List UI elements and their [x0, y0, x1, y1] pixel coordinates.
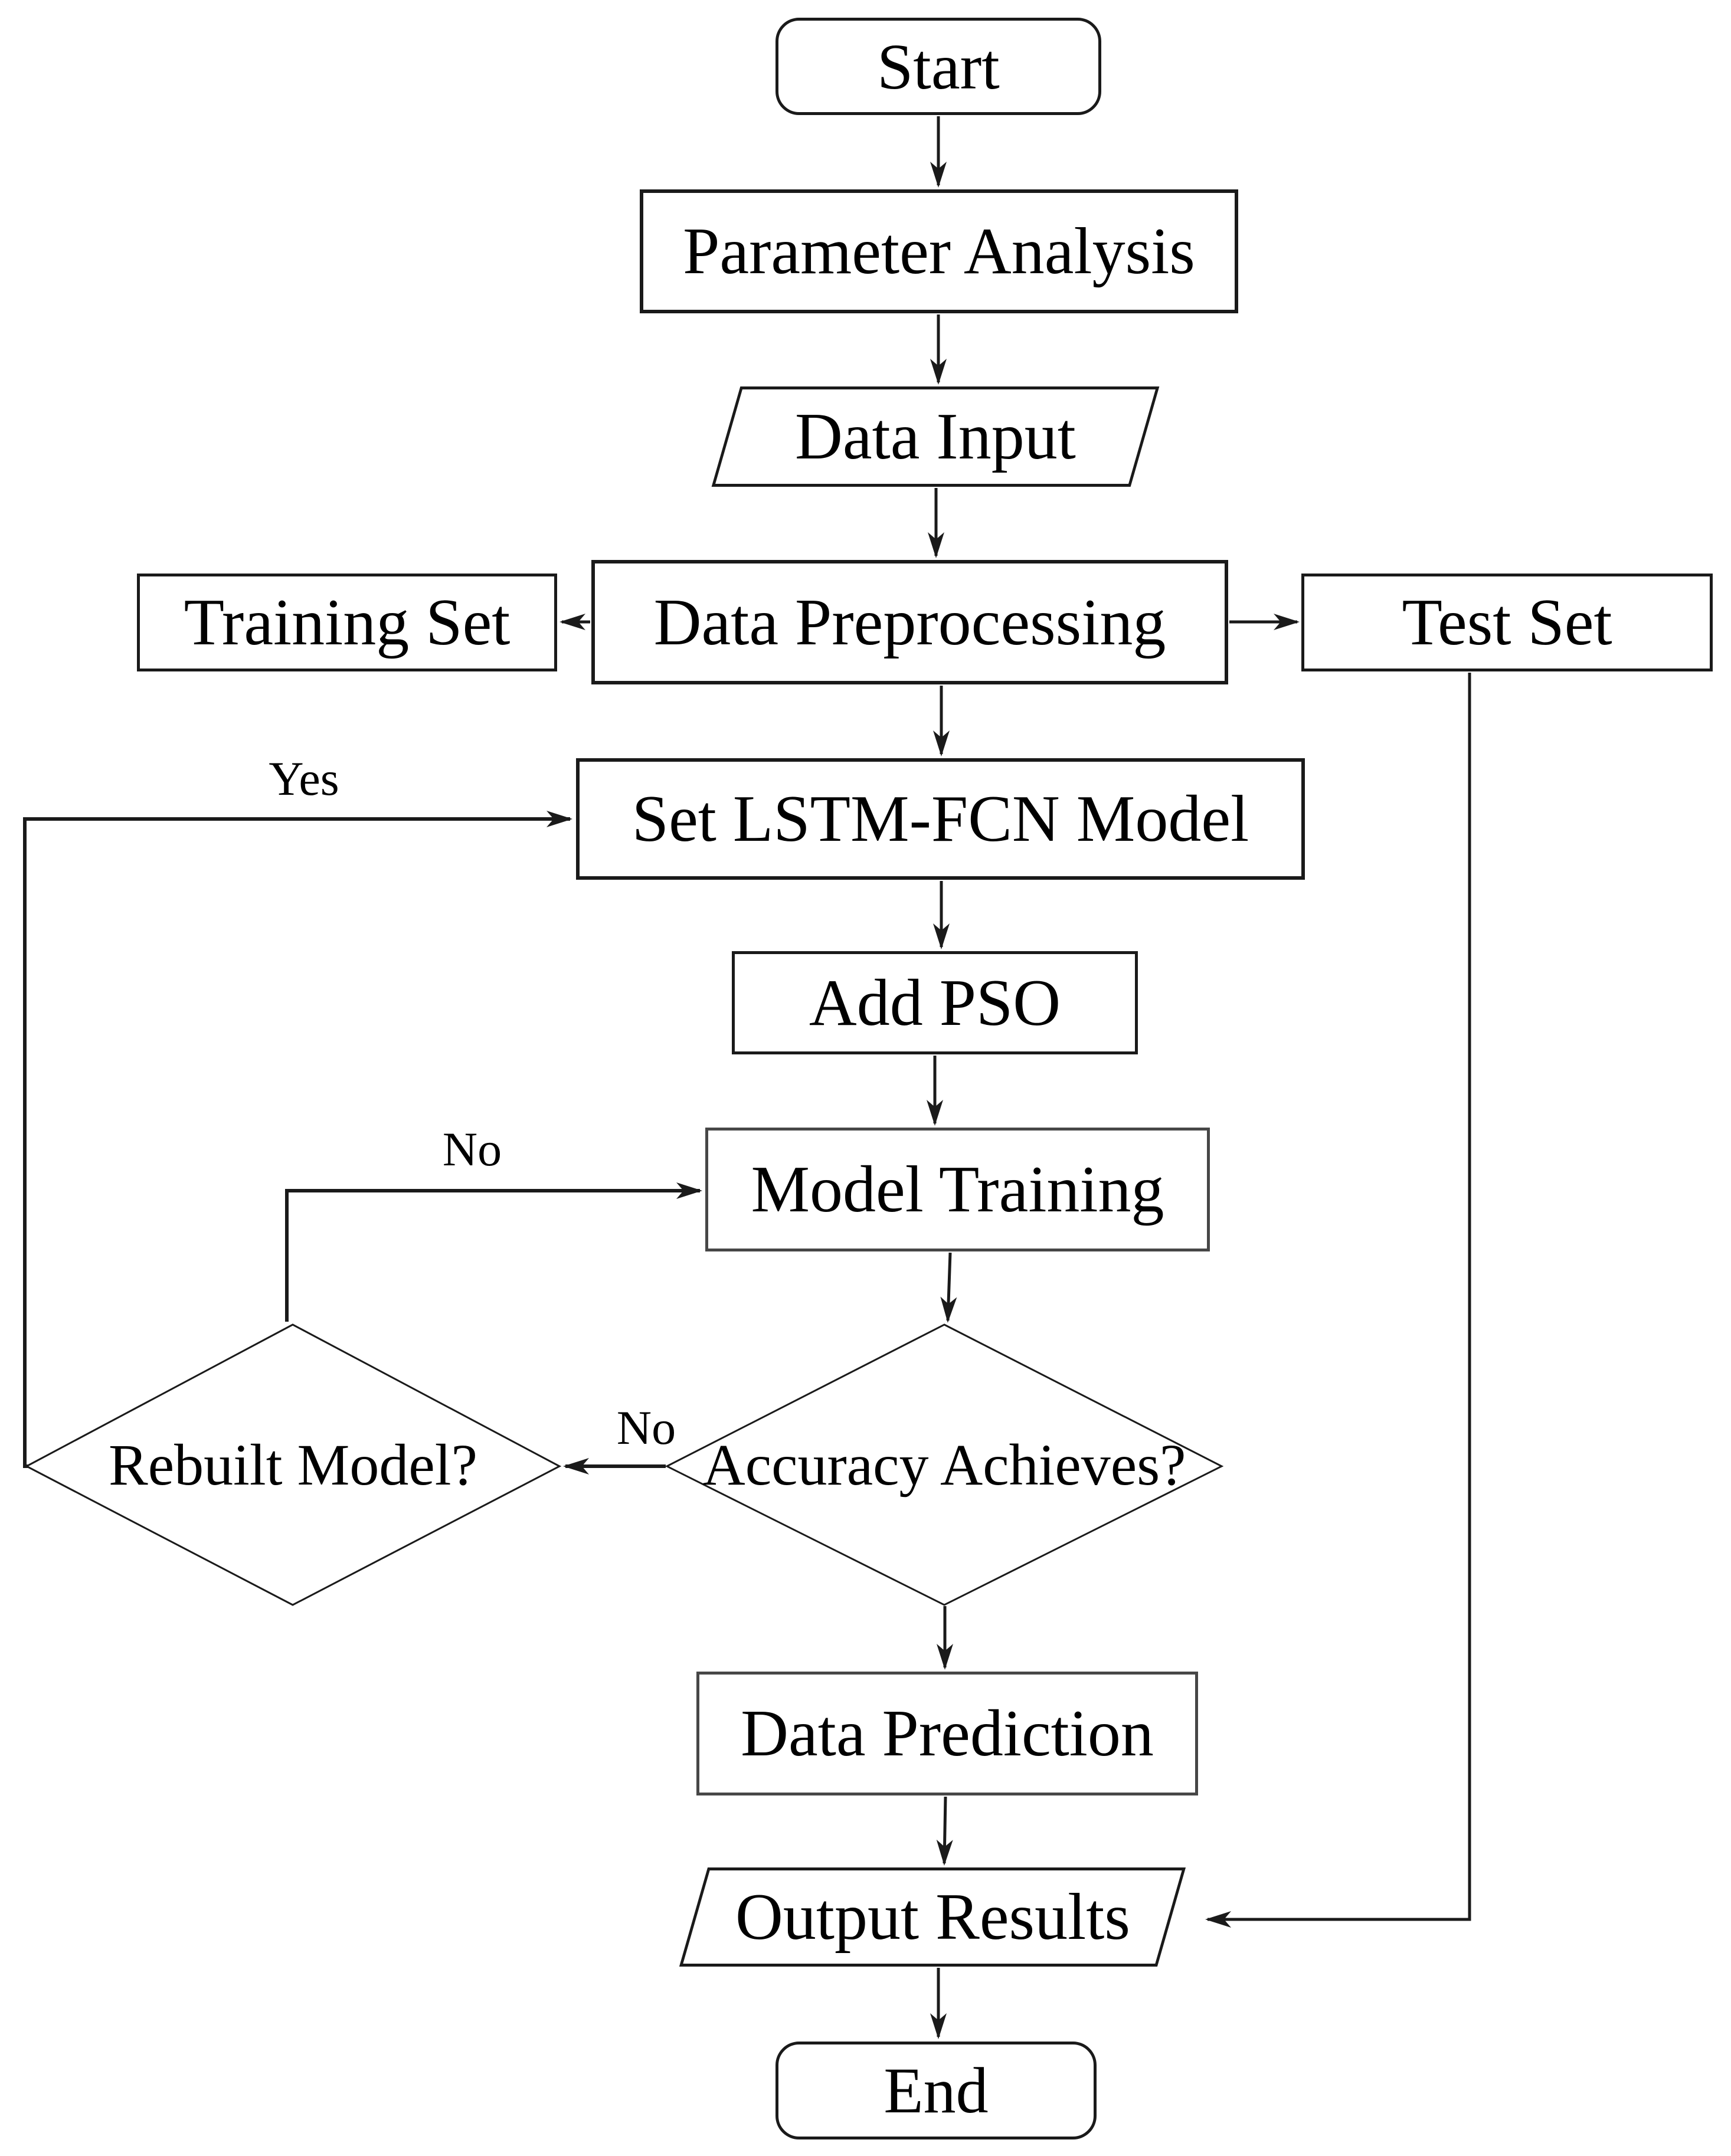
node-output-results-label: Output Results	[735, 1880, 1130, 1954]
node-add-pso-label: Add PSO	[809, 966, 1061, 1040]
node-data-prediction: Data Prediction	[696, 1672, 1198, 1795]
edge-model-training-to-accuracy	[940, 1252, 957, 1323]
edge-data-prediction-to-output-results	[936, 1796, 953, 1866]
node-set-lstm-fcn-model: Set LSTM-FCN Model	[576, 758, 1305, 880]
node-rebuilt-model-label: Rebuilt Model?	[109, 1431, 477, 1498]
node-data-preprocessing-label: Data Preprocessing	[653, 585, 1166, 659]
node-start-label: Start	[877, 30, 1000, 103]
edge-test-set-to-output-results	[1205, 673, 1471, 1928]
accuracy-achieves-diamond-shape	[665, 1323, 1224, 1606]
node-parameter-analysis: Parameter Analysis	[640, 189, 1238, 313]
node-training-set-label: Training Set	[184, 586, 511, 659]
node-add-pso: Add PSO	[732, 951, 1138, 1054]
node-model-training-label: Model Training	[751, 1153, 1164, 1226]
node-test-set: Test Set	[1301, 574, 1713, 671]
node-accuracy-achieves-label: Accuracy Achieves?	[702, 1431, 1186, 1498]
edge-label-no-to-rebuilt-model: No	[611, 1404, 681, 1452]
edge-label-yes: Yes	[264, 755, 344, 803]
node-output-results: Output Results	[679, 1867, 1186, 1967]
node-model-training: Model Training	[705, 1128, 1210, 1251]
node-accuracy-achieves: Accuracy Achieves?	[667, 1325, 1222, 1605]
edge-rebuilt-model-to-model-training	[285, 1182, 702, 1322]
node-test-set-label: Test Set	[1402, 586, 1612, 659]
edge-label-no-to-model-training: No	[437, 1125, 507, 1174]
node-set-lstm-fcn-model-label: Set LSTM-FCN Model	[631, 782, 1249, 856]
node-data-input: Data Input	[711, 386, 1160, 487]
node-start: Start	[775, 18, 1101, 115]
node-rebuilt-model: Rebuilt Model?	[27, 1325, 559, 1605]
rebuilt-model-diamond-shape	[24, 1323, 562, 1606]
node-data-prediction-label: Data Prediction	[741, 1697, 1154, 1770]
node-data-preprocessing: Data Preprocessing	[591, 560, 1228, 684]
node-data-input-label: Data Input	[795, 400, 1076, 473]
node-end-label: End	[884, 2055, 989, 2126]
node-parameter-analysis-label: Parameter Analysis	[683, 215, 1195, 288]
node-training-set: Training Set	[137, 574, 557, 671]
node-end: End	[775, 2042, 1097, 2139]
